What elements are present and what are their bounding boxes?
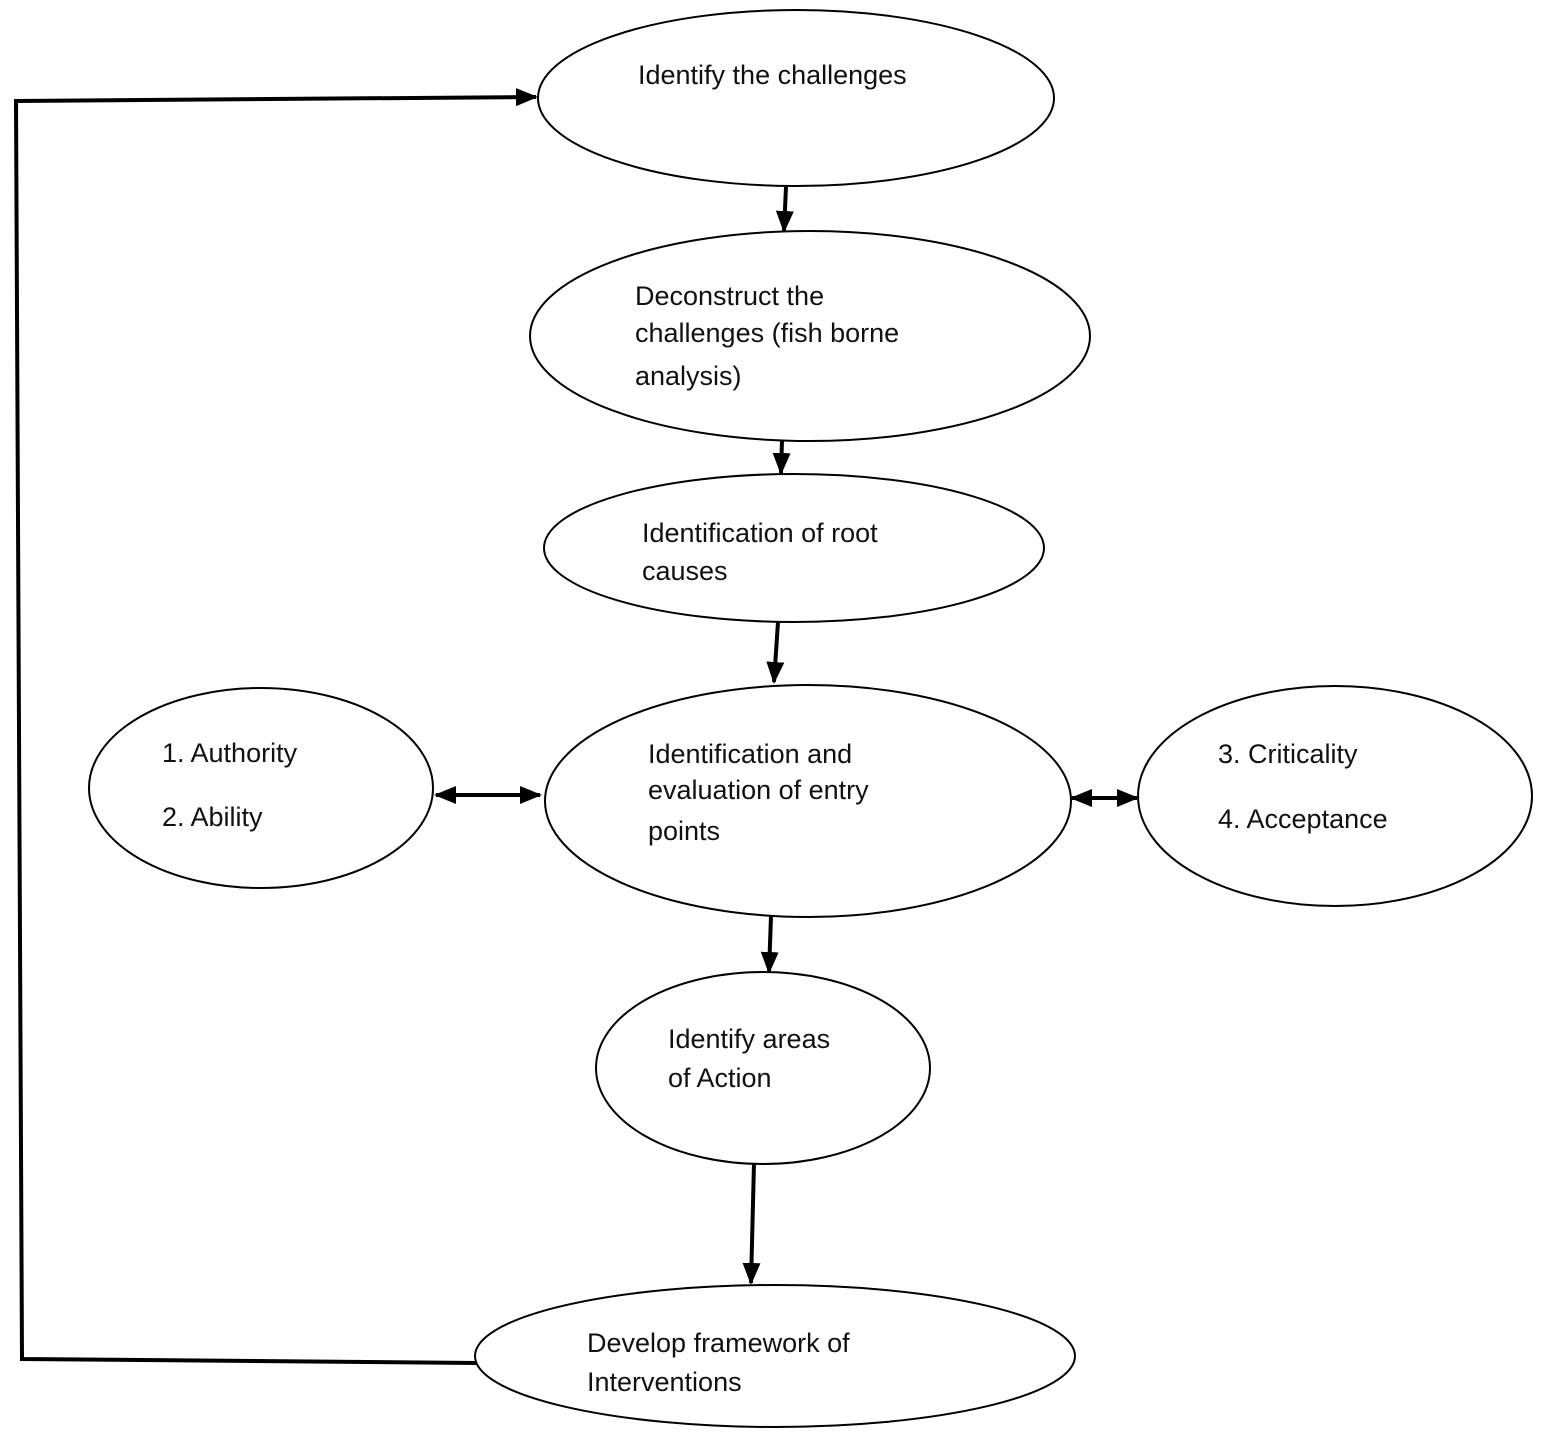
node-text-line: evaluation of entry [648,775,869,805]
node-develop-framework-label: Develop framework of Interventions [587,1328,857,1397]
node-entry-points: Identification and evaluation of entry p… [544,684,1072,918]
node-root-causes-label: Identification of root causes [642,518,885,586]
node-authority-ability-label: 1. Authority 2. Ability [162,738,305,832]
node-deconstruct-label: Deconstruct the challenges (fish borne a… [635,281,907,391]
node-deconstruct-challenges: Deconstruct the challenges (fish borne a… [529,230,1091,442]
arrow-deconstruct-to-root-causes [772,439,791,475]
node-text-line: causes [642,556,728,586]
arrow-identify-to-deconstruct [775,186,794,233]
node-criticality-acceptance-label: 3. Criticality 4. Acceptance [1218,739,1388,834]
node-text-line: of Action [668,1063,772,1093]
node-develop-framework: Develop framework of Interventions [474,1284,1076,1428]
node-text-line: Identification of root [642,518,878,548]
node-text-line: Identification and [648,739,852,769]
node-entry-points-label: Identification and evaluation of entry p… [648,739,876,846]
arrow-root-causes-to-entry-points [766,621,785,684]
node-text-line: 3. Criticality [1218,739,1358,769]
node-criticality-acceptance: 3. Criticality 4. Acceptance [1137,685,1533,907]
node-text-line: Deconstruct the [635,281,824,311]
node-identify-challenges-label: Identify the challenges [638,60,907,90]
node-root-causes: Identification of root causes [543,473,1045,623]
node-text-line: Interventions [587,1367,742,1397]
node-text-line: Identify the challenges [638,60,907,90]
node-text-line: Develop framework of [587,1328,850,1358]
node-identify-challenges: Identify the challenges [537,9,1055,187]
node-text-line: 4. Acceptance [1218,804,1388,834]
edges [13,88,1139,1365]
arrow-entry-points-to-areas [760,915,779,974]
node-areas-of-action-label: Identify areas of Action [668,1024,838,1093]
node-text-line: analysis) [635,361,742,391]
node-text-line: 1. Authority [162,738,298,768]
node-areas-of-action: Identify areas of Action [595,971,931,1165]
arrow-areas-to-framework [742,1162,761,1285]
node-text-line: 2. Ability [162,802,263,832]
feedback-loop-arrow [13,88,538,1365]
node-authority-ability: 1. Authority 2. Ability [88,687,434,889]
node-text-line: challenges (fish borne [635,318,899,348]
node-text-line: points [648,816,720,846]
node-text-line: Identify areas [668,1024,830,1054]
